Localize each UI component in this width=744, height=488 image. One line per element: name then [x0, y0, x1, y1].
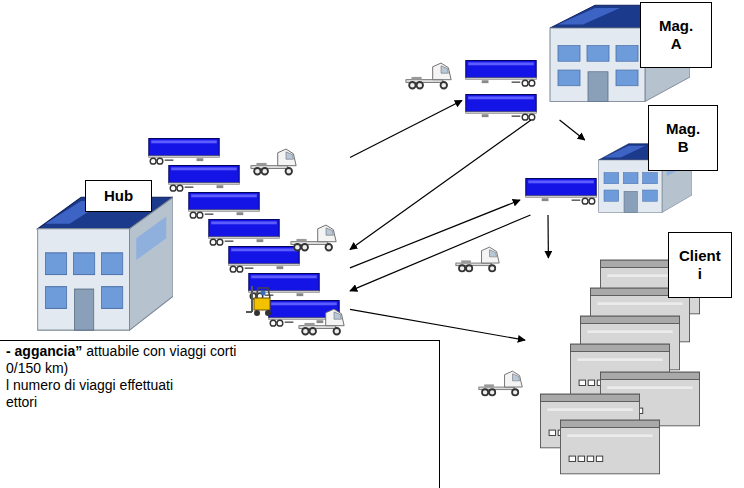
name-label: Mag. A — [640, 2, 712, 68]
flow-arrow — [560, 120, 585, 140]
place-name: Mag. B — [666, 120, 700, 156]
tractor — [299, 309, 344, 334]
trailer — [149, 138, 219, 164]
tractor — [251, 149, 296, 174]
warehouse-area: Mag. B — [520, 140, 695, 215]
place-name: Hub — [104, 187, 133, 205]
place-name: Mag. A — [659, 17, 693, 53]
note-text: - aggancia” — [6, 343, 82, 359]
tractor — [291, 225, 336, 250]
note-box: - aggancia”attuabile con viaggi corti0/1… — [0, 340, 440, 488]
flow-arrow — [350, 309, 525, 340]
trailer — [526, 178, 596, 204]
flow-arrow — [547, 215, 549, 258]
tractor — [479, 371, 522, 395]
note-text: ettori — [6, 394, 431, 411]
name-label: Hub — [85, 180, 152, 212]
trailer — [249, 273, 319, 299]
hub-area: Hub — [0, 100, 350, 330]
tractor — [406, 63, 451, 88]
trailer — [189, 192, 259, 218]
trailer — [466, 60, 536, 86]
note-text: attuabile con viaggi corti — [86, 343, 236, 359]
flow-arrow — [350, 100, 462, 157]
client-shop — [560, 420, 659, 474]
flow-arrow — [350, 215, 531, 291]
name-label: Client i — [668, 232, 732, 298]
place-name: Client i — [679, 247, 721, 283]
trailer — [209, 219, 279, 245]
clients-area: Client i — [525, 258, 705, 480]
flow-arrow — [350, 200, 520, 268]
trailer — [169, 165, 239, 191]
flow-arrow — [350, 120, 531, 250]
note-text: l numero di viaggi effettuati — [6, 377, 431, 394]
warehouse-area: Mag. A — [462, 5, 700, 120]
note-text: 0/150 km) — [6, 360, 431, 377]
name-label: Mag. B — [648, 105, 718, 171]
tractor — [456, 247, 499, 271]
trailer-fleet — [149, 138, 339, 326]
trailer — [466, 94, 536, 120]
trailer — [229, 246, 299, 272]
forklift — [246, 286, 271, 316]
hub-building — [38, 197, 173, 330]
